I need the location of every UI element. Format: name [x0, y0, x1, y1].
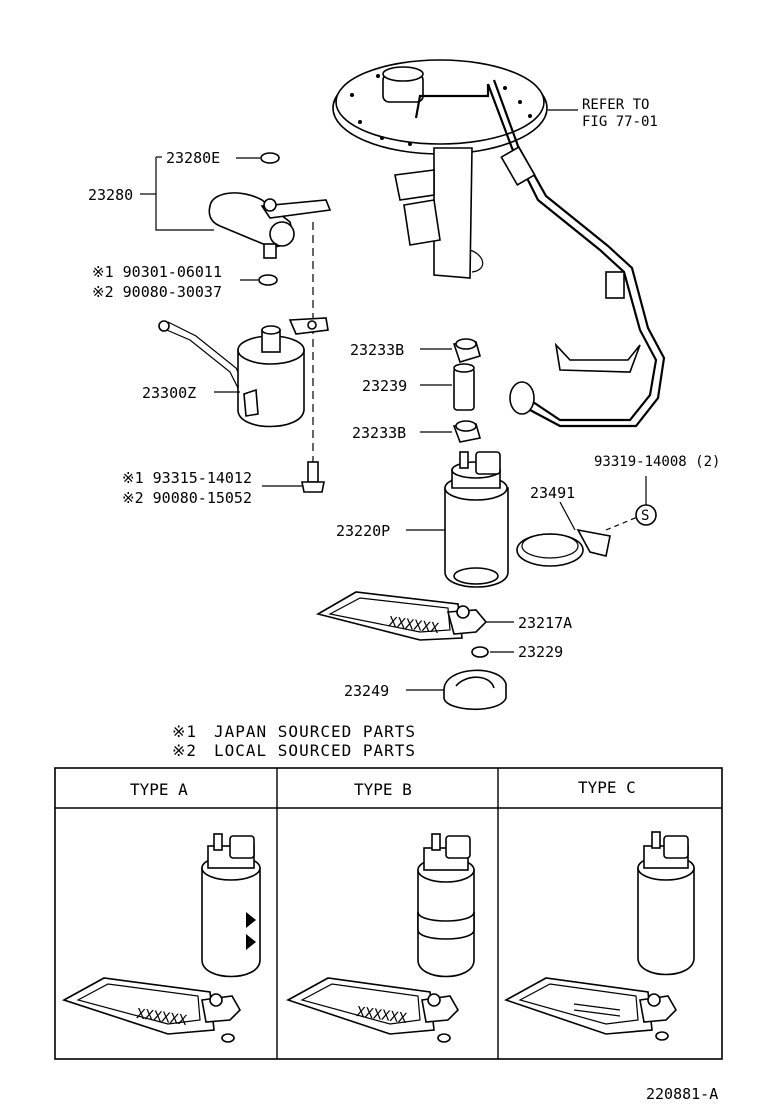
s-mark: S — [641, 508, 649, 524]
label-23217A: 23217A — [518, 614, 572, 632]
retainer-23229 — [471, 646, 489, 658]
label-93315-14012: ※1 93315-14012 — [122, 469, 252, 487]
label-23491: 23491 — [530, 484, 575, 502]
type-c-strainer — [504, 977, 677, 1041]
label-90301-06011: ※1 90301-06011 — [92, 263, 222, 281]
type-c-header: TYPE C — [578, 778, 636, 797]
label-23280: 23280 — [88, 186, 133, 204]
type-a-strainer-marking: XXXXXX — [135, 1006, 188, 1029]
strainer-marking: XXXXXX — [387, 614, 440, 637]
type-b-strainer: XXXXXX — [286, 977, 459, 1043]
label-23249: 23249 — [344, 682, 389, 700]
type-b-pump — [417, 833, 475, 978]
type-b-strainer-marking: XXXXXX — [355, 1004, 408, 1027]
type-c-pump — [637, 831, 695, 976]
note-mark-2: ※2 — [172, 741, 197, 760]
label-90080-30037: ※2 90080-30037 — [92, 283, 222, 301]
cushion-23249 — [443, 669, 507, 711]
note-mark-1: ※1 — [172, 722, 197, 741]
label-23233B-bottom: 23233B — [352, 424, 406, 442]
type-a-strainer: XXXXXX — [61, 977, 241, 1043]
refer-note-line1: REFER TO — [582, 97, 649, 113]
label-90080-15052: ※2 90080-15052 — [122, 489, 252, 507]
figure-id: 220881-A — [646, 1085, 718, 1103]
label-23239: 23239 — [362, 377, 407, 395]
type-table — [54, 767, 723, 1060]
pressure-regulator-23280 — [140, 152, 332, 462]
type-b-header: TYPE B — [354, 780, 412, 799]
label-23229: 23229 — [518, 643, 563, 661]
fuel-pump-bracket-assembly — [332, 59, 666, 428]
fuel-filter-23300Z — [158, 317, 329, 428]
label-93319-14008: 93319-14008 (2) — [594, 454, 720, 470]
hose-and-clamps — [452, 338, 482, 443]
pump-band-23491 — [516, 528, 611, 567]
note-text-2: LOCAL SOURCED PARTS — [214, 741, 416, 760]
type-a-pump — [201, 833, 261, 978]
fuel-strainer-23217A: XXXXXX — [315, 591, 488, 641]
label-23300Z: 23300Z — [142, 384, 196, 402]
label-23233B-top: 23233B — [350, 341, 404, 359]
note-text-1: JAPAN SOURCED PARTS — [214, 722, 416, 741]
screw — [301, 461, 325, 493]
type-a-header: TYPE A — [130, 780, 188, 799]
label-23220P: 23220P — [336, 522, 390, 540]
refer-note-line2: FIG 77-01 — [582, 114, 658, 130]
label-23280E: 23280E — [166, 149, 220, 167]
fuel-pump-23220P — [444, 451, 509, 588]
